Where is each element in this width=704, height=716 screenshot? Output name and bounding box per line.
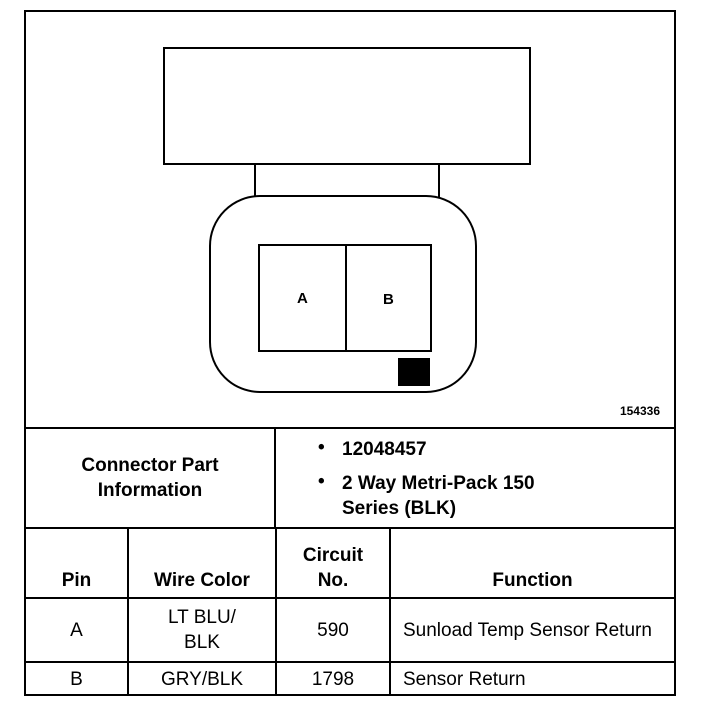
header-pin: Pin bbox=[26, 527, 129, 599]
header-circuit-label: Circuit No. bbox=[302, 545, 364, 591]
connector-info-values: • 12048457 • 2 Way Metri-Pack 150 Series… bbox=[278, 429, 674, 527]
cell-circuit: 1798 bbox=[275, 661, 391, 695]
cell-wire-color: GRY/BLK bbox=[127, 661, 277, 695]
pin-table-header: Pin Wire Color Circuit No. Function bbox=[26, 527, 674, 599]
connector-info-label-cell: Connector Part Information bbox=[26, 429, 276, 527]
pin-label-b: B bbox=[383, 291, 394, 308]
part-number: 12048457 bbox=[342, 439, 427, 460]
cell-pin: A bbox=[26, 597, 129, 663]
cell-function: Sensor Return bbox=[389, 661, 674, 695]
bullet-marker: • bbox=[318, 471, 325, 492]
cell-circuit: 590 bbox=[275, 597, 391, 663]
connector-neck bbox=[254, 163, 440, 199]
header-wire-color: Wire Color bbox=[127, 527, 277, 599]
bullet-marker: • bbox=[318, 437, 325, 458]
header-function: Function bbox=[389, 527, 674, 599]
lock-tab bbox=[398, 358, 430, 386]
cavity-a bbox=[258, 244, 347, 352]
connector-info-row: Connector Part Information • 12048457 • … bbox=[26, 427, 674, 527]
table-row: A LT BLU/ BLK 590 Sunload Temp Sensor Re… bbox=[26, 597, 674, 663]
cavity-b bbox=[345, 244, 432, 352]
connector-housing-top bbox=[163, 47, 531, 165]
pin-label-a: A bbox=[297, 290, 308, 307]
connector-drawing: A B 154336 bbox=[26, 12, 674, 426]
connector-sheet: A B 154336 Connector Part Information • … bbox=[24, 10, 676, 696]
connector-type: 2 Way Metri-Pack 150 Series (BLK) bbox=[342, 473, 535, 519]
header-circuit: Circuit No. bbox=[275, 527, 391, 599]
connector-illustration bbox=[163, 47, 531, 393]
figure-id: 154336 bbox=[619, 404, 660, 418]
pin-table: Pin Wire Color Circuit No. Function A LT… bbox=[26, 527, 674, 695]
cell-wire-color: LT BLU/ BLK bbox=[127, 597, 277, 663]
cell-function: Sunload Temp Sensor Return bbox=[389, 597, 674, 663]
wire-color-value: LT BLU/ BLK bbox=[168, 607, 236, 653]
table-row: B GRY/BLK 1798 Sensor Return bbox=[26, 661, 674, 695]
connector-info-label: Connector Part Information bbox=[81, 455, 219, 501]
cell-pin: B bbox=[26, 661, 129, 695]
